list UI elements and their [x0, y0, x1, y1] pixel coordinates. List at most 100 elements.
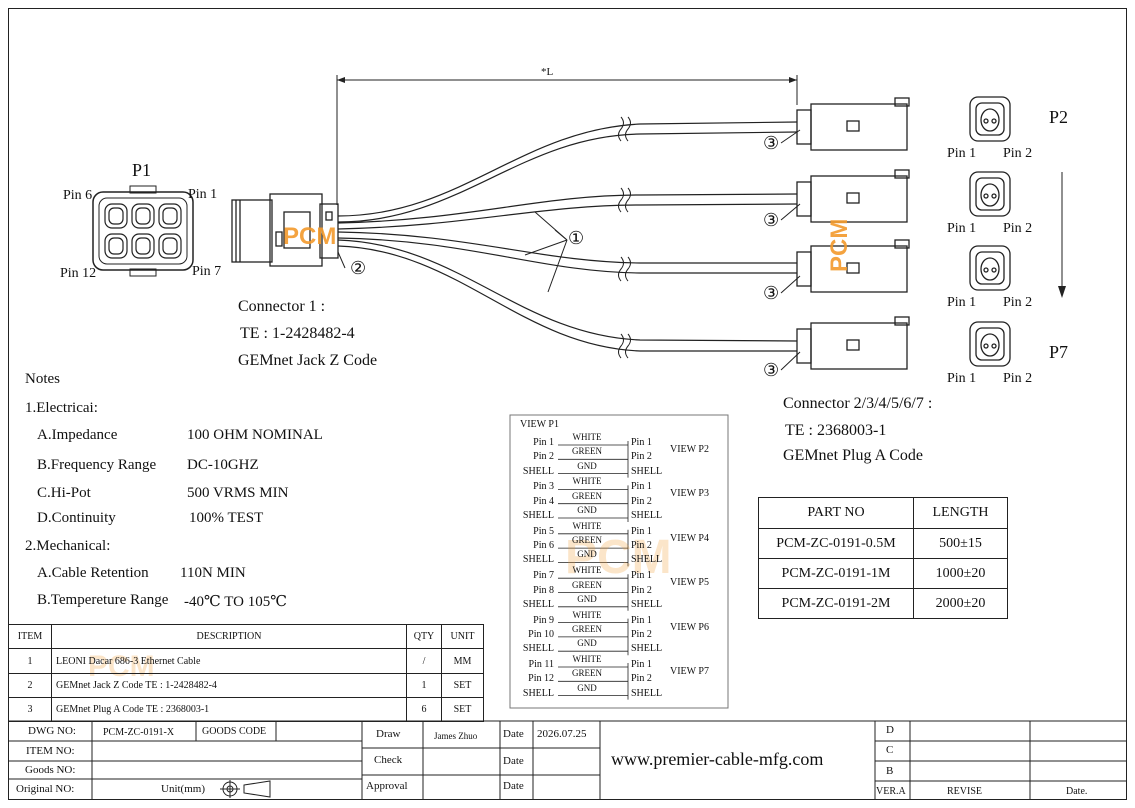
- rev-d: D: [886, 724, 894, 736]
- wire-right-pin: Pin 2: [631, 673, 652, 685]
- plug-faces: [969, 96, 1011, 367]
- part-no: PCM-ZC-0191-1M: [758, 558, 914, 589]
- wire-right-pin: SHELL: [631, 510, 663, 521]
- part-length: 500±15: [913, 528, 1008, 559]
- wire-color: WHITE: [572, 609, 602, 620]
- note-e2-val: DC-10GHZ: [187, 457, 259, 473]
- wire-view-label: VIEW P2: [670, 444, 709, 455]
- dwg-no-label: DWG NO:: [28, 725, 76, 737]
- bom-item: 1: [8, 648, 52, 674]
- wire-left-pin: SHELL: [522, 643, 554, 655]
- p4-pin1: Pin 1: [947, 295, 977, 310]
- wire-right-pin: SHELL: [631, 554, 663, 566]
- bom-unit: MM: [441, 648, 484, 674]
- connector2-line3: GEMnet Plug A Code: [783, 447, 924, 464]
- note-e3-val: 500 VRMS MIN: [187, 485, 289, 501]
- draw-label: Draw: [376, 728, 401, 740]
- ver-a: VER.A: [876, 786, 906, 797]
- wiring-title: VIEW P1: [520, 419, 559, 430]
- wire-color: GREEN: [572, 668, 602, 679]
- goods-code-label: GOODS CODE: [202, 726, 267, 737]
- note-e4-val: 100% TEST: [189, 510, 264, 526]
- wire-left-pin: SHELL: [522, 554, 554, 566]
- callout-3-p2: ③: [763, 133, 780, 153]
- callout-3-p7: ③: [763, 360, 780, 380]
- wire-left-pin: SHELL: [522, 465, 554, 477]
- wire-left-pin: Pin 11: [528, 659, 554, 670]
- wire-color: GND: [577, 593, 597, 604]
- date-label-2: Date: [503, 755, 524, 767]
- note-e1-key: A.Impedance: [37, 427, 118, 443]
- p1-pin12: Pin 12: [60, 266, 97, 281]
- bom-item: 2: [8, 673, 52, 698]
- p2-pin2: Pin 2: [1003, 146, 1033, 161]
- p1-pin1: Pin 1: [188, 187, 218, 202]
- p2-pin1: Pin 1: [947, 146, 977, 161]
- approval-label: Approval: [366, 780, 408, 792]
- wire-left-pin: Pin 4: [533, 495, 554, 507]
- wire-color: WHITE: [572, 476, 602, 487]
- wire-right-pin: Pin 2: [631, 495, 652, 507]
- table-row: 3 GEMnet Plug A Code TE : 2368003-1 6 SE…: [8, 697, 484, 722]
- cable-bundle: [337, 121, 798, 352]
- wire-left-pin: SHELL: [522, 687, 554, 699]
- wire-left-pin: Pin 10: [528, 628, 554, 640]
- wire-color: GREEN: [572, 535, 602, 546]
- wire-view-label: VIEW P7: [670, 666, 709, 677]
- wire-left-pin: Pin 2: [533, 451, 554, 463]
- wire-color: WHITE: [572, 432, 602, 442]
- table-row: PCM-ZC-0191-0.5M 500±15: [758, 528, 1008, 559]
- part-no: PCM-ZC-0191-0.5M: [758, 528, 914, 559]
- original-no-label: Original NO:: [16, 783, 75, 795]
- note-m2-val: -40℃ TO 105℃: [184, 594, 288, 610]
- wire-color: WHITE: [572, 520, 602, 531]
- wire-color: GND: [577, 549, 597, 560]
- note-e2-key: B.Frequency Range: [37, 457, 157, 473]
- wire-color: GREEN: [572, 446, 602, 457]
- goods-no-label: Goods NO:: [25, 764, 76, 776]
- rev-b: B: [886, 765, 894, 777]
- wire-view-label: VIEW P5: [670, 577, 709, 589]
- note-e1-val: 100 OHM NOMINAL: [187, 427, 323, 443]
- watermark-logo-center: PCM: [565, 531, 672, 584]
- rev-c: C: [886, 744, 894, 756]
- wire-left-pin: Pin 7: [533, 570, 554, 582]
- watermark-logo: PCM: [283, 223, 337, 250]
- revise-label: REVISE: [947, 786, 982, 797]
- note-e3-key: C.Hi-Pot: [37, 485, 91, 501]
- note-e4-key: D.Continuity: [37, 510, 116, 526]
- p1-pin7: Pin 7: [192, 264, 222, 279]
- note-m1-key: A.Cable Retention: [37, 565, 149, 581]
- wire-right-pin: Pin 2: [631, 584, 652, 596]
- connector1-line1: Connector 1 :: [238, 298, 326, 315]
- wire-view-label: VIEW P4: [670, 532, 709, 544]
- item-no-label: ITEM NO:: [26, 745, 75, 757]
- wire-right-pin: Pin 1: [631, 570, 652, 582]
- wire-color: GREEN: [572, 623, 602, 634]
- bom-unit: SET: [441, 673, 484, 698]
- drawer-name: James Zhuo: [434, 731, 478, 741]
- p7-pin2: Pin 2: [1003, 371, 1033, 386]
- wire-color: GND: [577, 638, 597, 649]
- wire-view-label: VIEW P3: [670, 488, 709, 500]
- p3-pin2: Pin 2: [1003, 221, 1033, 236]
- part-no: PCM-ZC-0191-2M: [758, 588, 914, 619]
- wire-right-pin: Pin 2: [631, 628, 652, 640]
- table-row: 1 LEONI Dacar 686-3 Ethernet Cable / MM: [8, 648, 484, 674]
- wire-color: GND: [577, 460, 597, 471]
- plug-bodies: [796, 97, 910, 370]
- callout-3-p4: ③: [763, 283, 780, 303]
- wire-left-pin: SHELL: [522, 510, 554, 521]
- notes-title: Notes: [25, 371, 60, 387]
- wire-right-pin: Pin 1: [631, 481, 652, 493]
- wire-left-pin: Pin 5: [533, 525, 554, 537]
- callout-3-p3: ③: [763, 210, 780, 230]
- p1-face: [92, 185, 194, 277]
- wire-color: GREEN: [572, 579, 602, 590]
- p1-label: P1: [132, 160, 152, 180]
- callout-2: ②: [350, 258, 367, 278]
- callout-1: ①: [568, 228, 585, 248]
- date-label-3: Date: [503, 780, 524, 792]
- wire-left-pin: Pin 8: [533, 584, 554, 596]
